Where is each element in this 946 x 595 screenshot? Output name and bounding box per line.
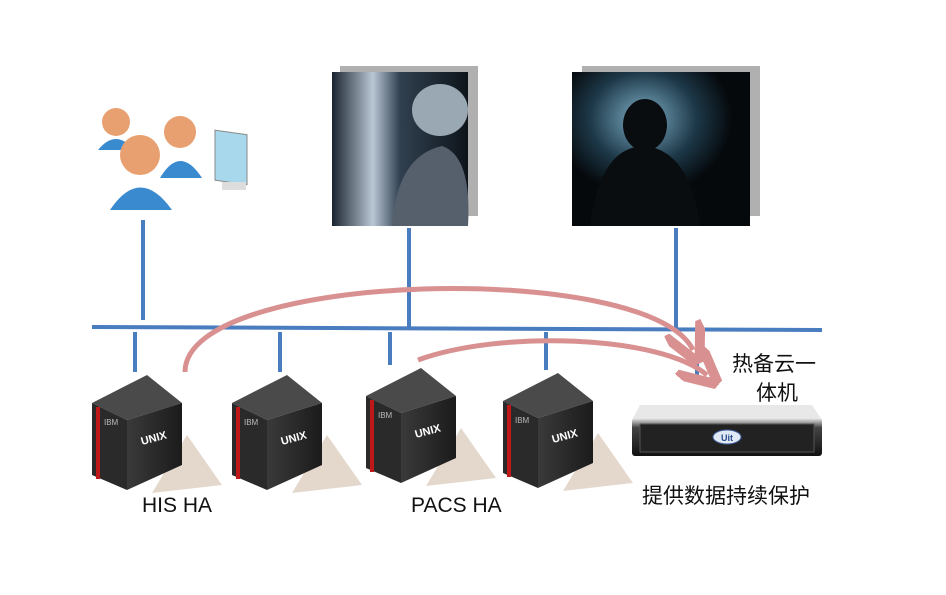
- surgeon-photo: [332, 66, 478, 226]
- server-brand: IBM: [515, 416, 530, 425]
- his-ha-label: HIS HA: [142, 494, 213, 517]
- appliance-title-2: 体机: [756, 382, 798, 405]
- appliance-caption: 提供数据持续保护: [642, 485, 810, 508]
- network-bus: [91, 325, 823, 332]
- appliance-logo: Uit: [721, 433, 733, 443]
- appliance-title-1: 热备云一: [732, 353, 816, 376]
- radiology-photo: [572, 66, 760, 226]
- server-brand: IBM: [104, 418, 119, 427]
- unix-server-icon: IBM UNIX: [503, 373, 633, 491]
- network-lines: [91, 220, 823, 380]
- unix-server-icon: IBM UNIX: [92, 375, 222, 493]
- unix-server-icon: IBM UNIX: [366, 368, 496, 486]
- server-brand: IBM: [378, 411, 393, 420]
- server-brand: IBM: [244, 418, 259, 427]
- replication-arrows: [182, 286, 707, 375]
- pacs-replication-arrow: [417, 338, 707, 375]
- unix-server-icon: IBM UNIX: [232, 375, 362, 493]
- cloud-appliance-icon: Uit: [632, 405, 822, 456]
- his-replication-arrow: [182, 286, 693, 372]
- users-icon: [98, 108, 248, 210]
- pacs-ha-label: PACS HA: [411, 494, 502, 517]
